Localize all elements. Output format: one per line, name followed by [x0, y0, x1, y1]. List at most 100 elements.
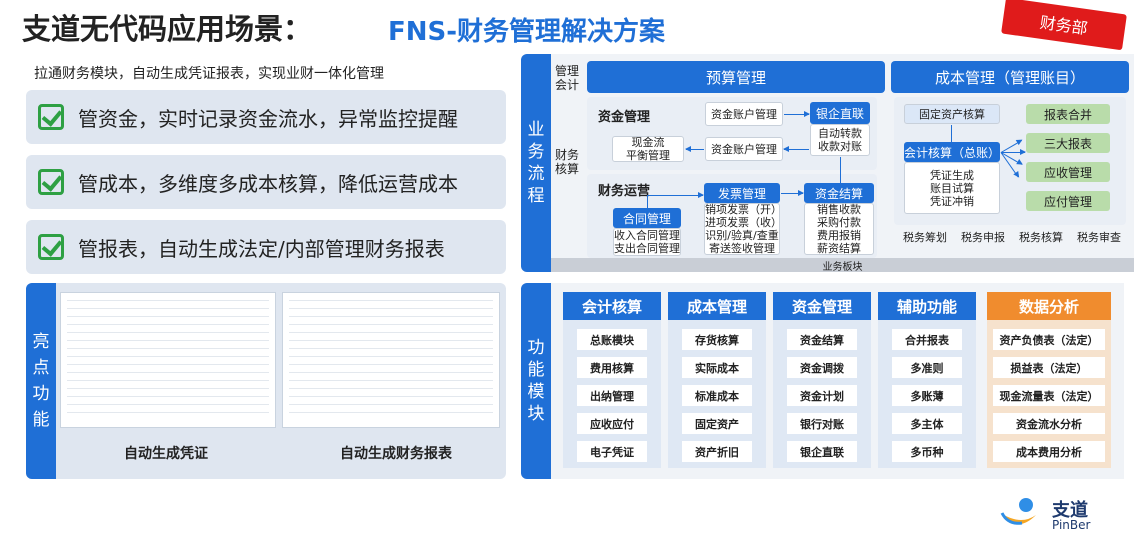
voucher-screenshot-thumbnail [60, 292, 276, 428]
module-title: 成本管理 [668, 292, 766, 320]
brand-name-en: PinBer [1052, 518, 1091, 532]
side-char: 能 [527, 360, 545, 380]
row-label-mgmt: 管理 会计 [555, 64, 579, 92]
connector-line [840, 157, 841, 183]
fund-account-box-mid: 资金账户管理 [705, 137, 783, 161]
row-label-fin: 财务 核算 [555, 148, 579, 176]
highlights-side-label: 亮 点 功 能 [26, 283, 56, 479]
module-column-accounting: 会计核算 总账模块 费用核算 出纳管理 应收应付 电子凭证 [563, 292, 661, 468]
box-line: 进项发票（收） [705, 216, 782, 229]
report-screenshot-thumbnail [282, 292, 500, 428]
module-item: 存货核算 [682, 329, 752, 350]
settlement-body: 销售收款 采购付款 费用报销 薪资结算 [804, 203, 874, 255]
row-label-line: 管理 [555, 64, 580, 78]
box-line: 凭证冲销 [930, 194, 974, 208]
box-line: 平衡管理 [626, 149, 670, 162]
bank-direct-head: 银企直联 [810, 102, 870, 124]
module-item: 资产折旧 [682, 441, 752, 462]
module-title: 会计核算 [563, 292, 661, 320]
caption-voucher: 自动生成凭证 [124, 446, 208, 462]
three-reports-box: 三大报表 [1026, 133, 1110, 153]
module-column-cost: 成本管理 存货核算 实际成本 标准成本 固定资产 资产折旧 [668, 292, 766, 468]
module-item: 合并报表 [892, 329, 962, 350]
financial-ops-title: 财务运营 [598, 184, 651, 199]
side-char: 务 [527, 142, 545, 162]
function-modules-side-label: 功 能 模 块 [521, 283, 551, 479]
connector-line [951, 125, 952, 142]
feature-text: 管资金，实时记录资金流水，异常监控提醒 [78, 106, 458, 131]
invoice-head: 发票管理 [704, 183, 780, 203]
connector-line [647, 195, 648, 208]
report-merge-box: 报表合并 [1026, 104, 1110, 124]
module-item: 损益表（法定） [993, 357, 1105, 378]
feature-card-funds: 管资金，实时记录资金流水，异常监控提醒 [26, 90, 506, 144]
side-char: 流 [527, 164, 545, 184]
checkbox-icon [38, 234, 64, 260]
caption-report: 自动生成财务报表 [340, 446, 452, 462]
tax-accounting-label: 税务核算 [1019, 231, 1063, 244]
side-char: 能 [32, 410, 50, 430]
module-item: 出纳管理 [577, 385, 647, 406]
tax-review-label: 税务审查 [1077, 231, 1121, 244]
arrow-right-icon [784, 111, 810, 117]
box-line: 费用报销 [817, 229, 861, 242]
module-item: 多账薄 [892, 385, 962, 406]
module-column-analysis: 数据分析 资产负债表（法定） 损益表（法定） 现金流量表（法定） 资金流水分析 … [987, 292, 1111, 468]
tax-filing-label: 税务申报 [961, 231, 1005, 244]
module-item: 多主体 [892, 413, 962, 434]
tax-row: 税务筹划 税务申报 税务核算 税务审查 [896, 229, 1128, 249]
box-line: 账目试算 [930, 181, 974, 195]
module-item: 多币种 [892, 441, 962, 462]
arrow-right-icon [781, 190, 804, 196]
box-line: 销售收款 [817, 203, 861, 216]
contract-body: 收入合同管理 支出合同管理 [613, 228, 681, 256]
module-item: 资金调拨 [787, 357, 857, 378]
module-item: 实际成本 [682, 357, 752, 378]
module-item: 成本费用分析 [993, 441, 1105, 462]
module-title: 数据分析 [987, 292, 1111, 320]
feature-card-reports: 管报表，自动生成法定/内部管理财务报表 [26, 220, 506, 274]
arrow-right-icon [1001, 149, 1026, 155]
arrow-left-icon [685, 146, 704, 152]
cost-management-bar: 成本管理（管理账目） [891, 61, 1129, 93]
box-line: 销项发票（开） [705, 203, 782, 216]
module-item: 标准成本 [682, 385, 752, 406]
module-item: 资产负债表（法定） [993, 329, 1105, 350]
business-board-bar: 业务板块 [551, 258, 1134, 273]
accounting-body: 凭证生成 账目试算 凭证冲销 [904, 162, 1000, 214]
box-line: 识别/验真/查重 [705, 229, 779, 242]
tax-planning-label: 税务筹划 [903, 231, 947, 244]
brand-name: 支道 [1052, 500, 1088, 521]
side-char: 程 [527, 186, 545, 206]
box-line: 薪资结算 [817, 242, 861, 255]
box-line: 现金流 [631, 136, 665, 149]
payables-box: 应付管理 [1026, 191, 1110, 211]
bank-direct-body: 自动转款 收款对账 [810, 124, 870, 156]
fund-account-box-top: 资金账户管理 [705, 102, 783, 126]
box-line: 自动转款 [818, 127, 862, 140]
accounting-head: 会计核算（总账） [904, 142, 1000, 162]
feature-text: 管报表，自动生成法定/内部管理财务报表 [78, 236, 445, 261]
module-item: 费用核算 [577, 357, 647, 378]
department-tag: 财务部 [1001, 0, 1127, 51]
box-line: 采购付款 [817, 216, 861, 229]
module-item: 资金计划 [787, 385, 857, 406]
checkbox-icon [38, 169, 64, 195]
side-char: 亮 [32, 332, 50, 352]
module-item: 电子凭证 [577, 441, 647, 462]
module-title: 资金管理 [773, 292, 871, 320]
feature-text: 管成本，多维度多成本核算，降低运营成本 [78, 171, 458, 196]
box-line: 寄送签收管理 [709, 242, 775, 255]
receivables-box: 应收管理 [1026, 162, 1110, 182]
module-title: 辅助功能 [878, 292, 976, 320]
row-label-line: 财务 [555, 148, 580, 162]
page-subtitle: FNS-财务管理解决方案 [388, 17, 666, 47]
pinber-logo-icon [1000, 498, 1036, 525]
intro-text: 拉通财务模块，自动生成凭证报表，实现业财一体化管理 [34, 66, 384, 82]
module-item: 资金流水分析 [993, 413, 1105, 434]
row-label-line: 会计 [555, 78, 580, 92]
module-column-auxiliary: 辅助功能 合并报表 多准则 多账薄 多主体 多币种 [878, 292, 976, 468]
page-title: 支道无代码应用场景： [22, 12, 313, 46]
module-item: 总账模块 [577, 329, 647, 350]
cashflow-box: 现金流 平衡管理 [612, 136, 684, 162]
